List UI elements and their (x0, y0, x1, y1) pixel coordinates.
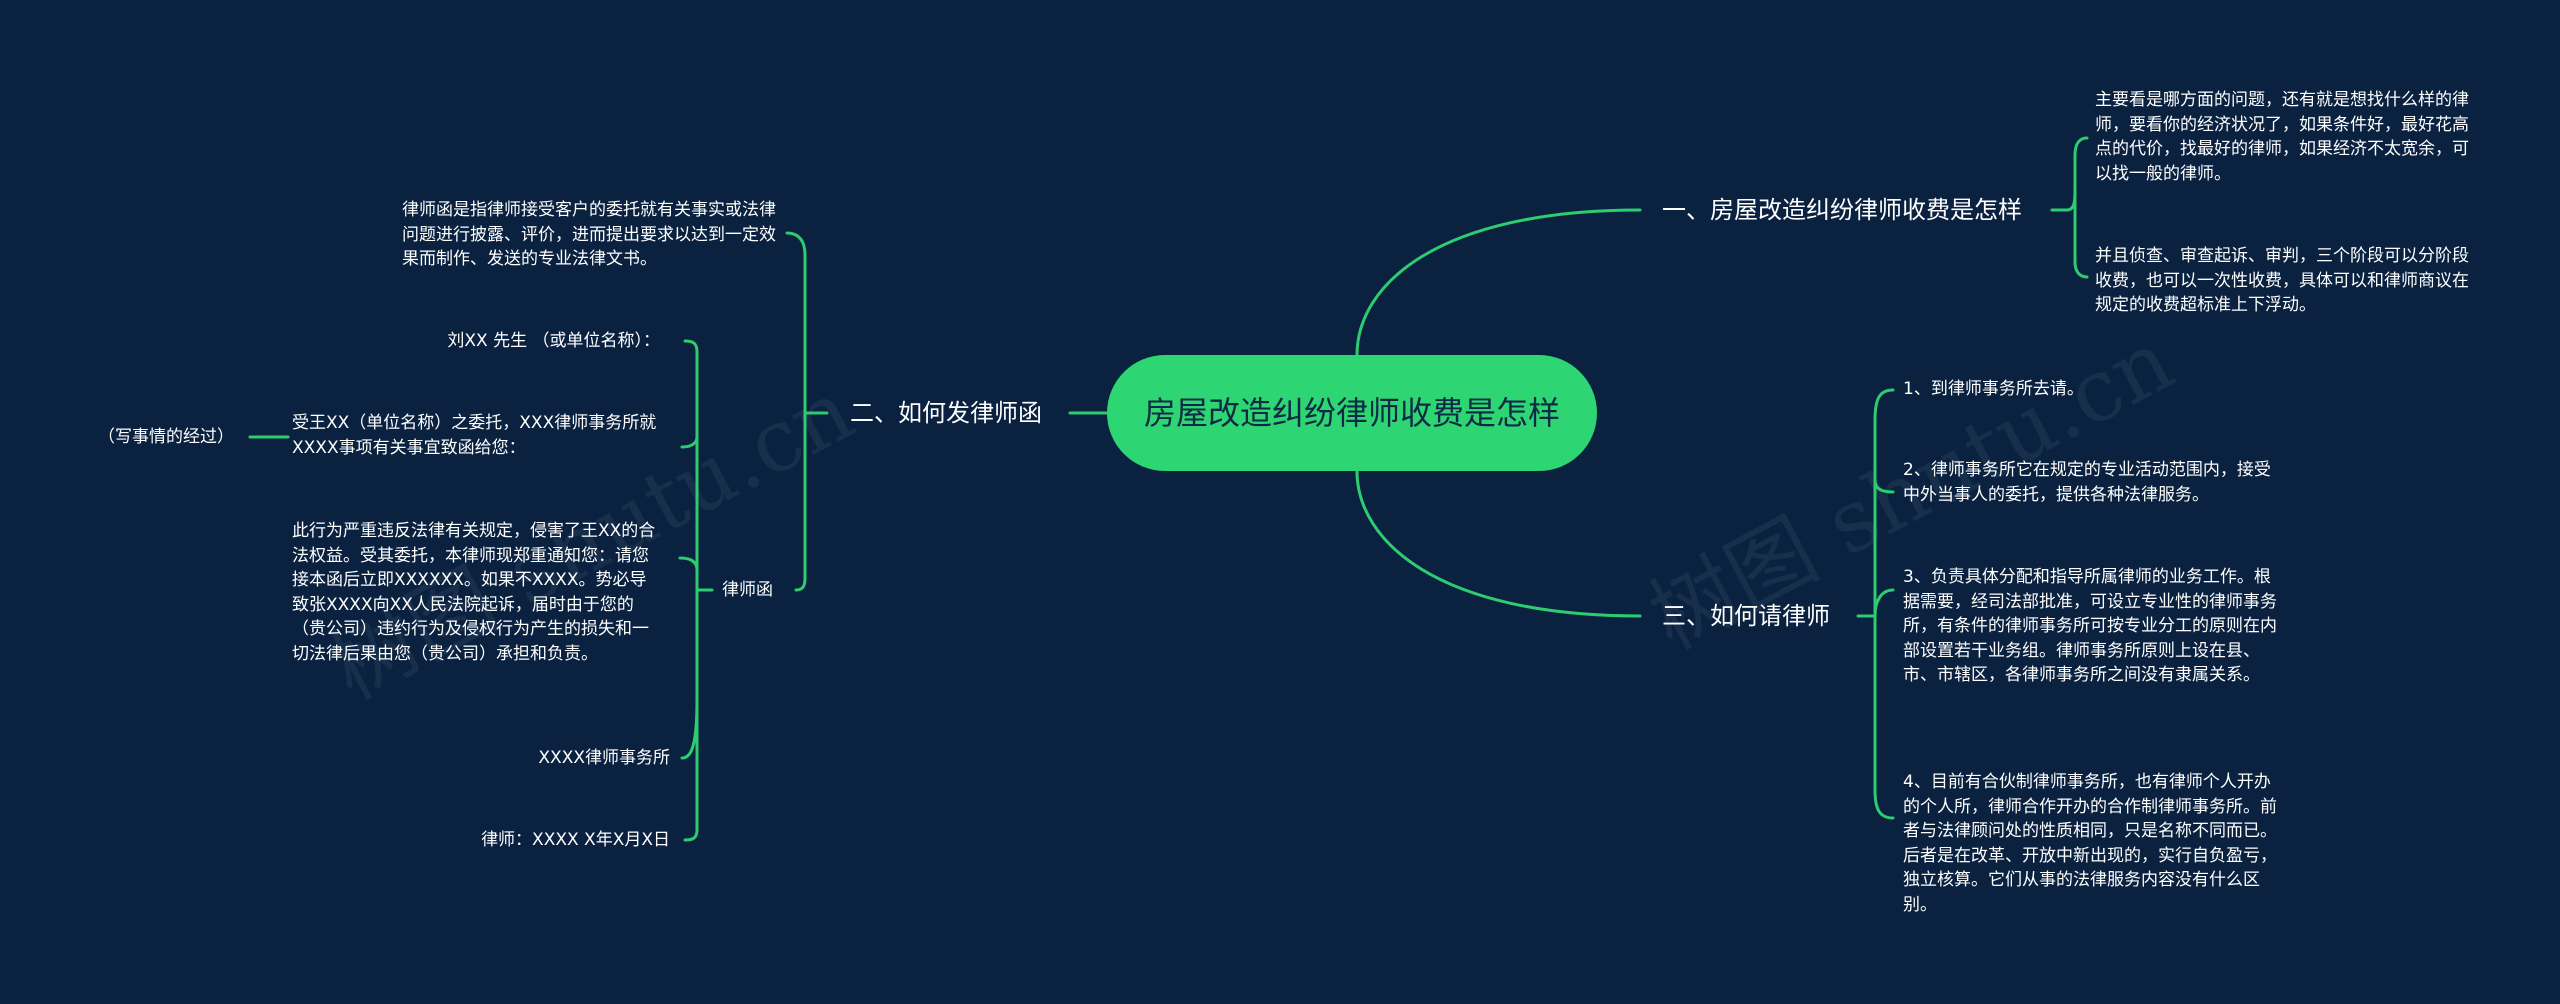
letter-item-entrust: 受王XX（单位名称）之委托，XXX律师事务所就XXXX事项有关事宜致函给您： (292, 413, 657, 458)
letter-detail: （写事情的经过） (98, 427, 234, 447)
letter-item-signature: 律师：XXXX X年X月X日 (481, 830, 670, 850)
connector-root-fees (1355, 208, 1642, 357)
branch-letter[interactable]: 二、如何发律师函 (850, 399, 1042, 427)
letter-sub-label: 律师函 (722, 580, 773, 600)
letter-item-addressee: 刘XX 先生 （或单位名称）： (447, 331, 660, 351)
bracket-hire (1856, 388, 1895, 820)
bracket-letter (785, 231, 829, 592)
letter-item-firm: XXXX律师事务所 (538, 748, 670, 768)
hire-item-4: 4、目前有合伙制律师事务所，也有律师个人开办的个人所，律师合作开办的合作制律师事… (1903, 772, 2277, 915)
branch-fees[interactable]: 一、房屋改造纠纷律师收费是怎样 (1662, 196, 2022, 224)
connector-root-hire (1355, 469, 1642, 618)
bracket-fees (2050, 136, 2089, 279)
letter-item-body: 此行为严重违反法律有关规定，侵害了王XX的合法权益。受其委托，本律师现郑重通知您… (292, 521, 656, 664)
hire-item-3: 3、负责具体分配和指导所属律师的业务工作。根据需要，经司法部批准，可设立专业性的… (1903, 567, 2277, 685)
bracket-letter-sub (678, 339, 714, 842)
root-label: 房屋改造纠纷律师收费是怎样 (1143, 394, 1560, 432)
hire-item-1: 1、到律师事务所去请。 (1903, 379, 2084, 399)
root-node[interactable]: 房屋改造纠纷律师收费是怎样 (1107, 355, 1597, 471)
hire-item-2: 2、律师事务所它在规定的专业活动范围内，接受中外当事人的委托，提供各种法律服务。 (1903, 460, 2271, 505)
fees-item-2: 并且侦查、审查起诉、审判，三个阶段可以分阶段收费，也可以一次性收费，具体可以和律… (2095, 246, 2469, 315)
letter-intro: 律师函是指律师接受客户的委托就有关事实或法律问题进行披露、评价，进而提出要求以达… (402, 200, 776, 269)
fees-item-1: 主要看是哪方面的问题，还有就是想找什么样的律师，要看你的经济状况了，如果条件好，… (2095, 90, 2469, 184)
branch-hire[interactable]: 三、如何请律师 (1662, 602, 1830, 630)
